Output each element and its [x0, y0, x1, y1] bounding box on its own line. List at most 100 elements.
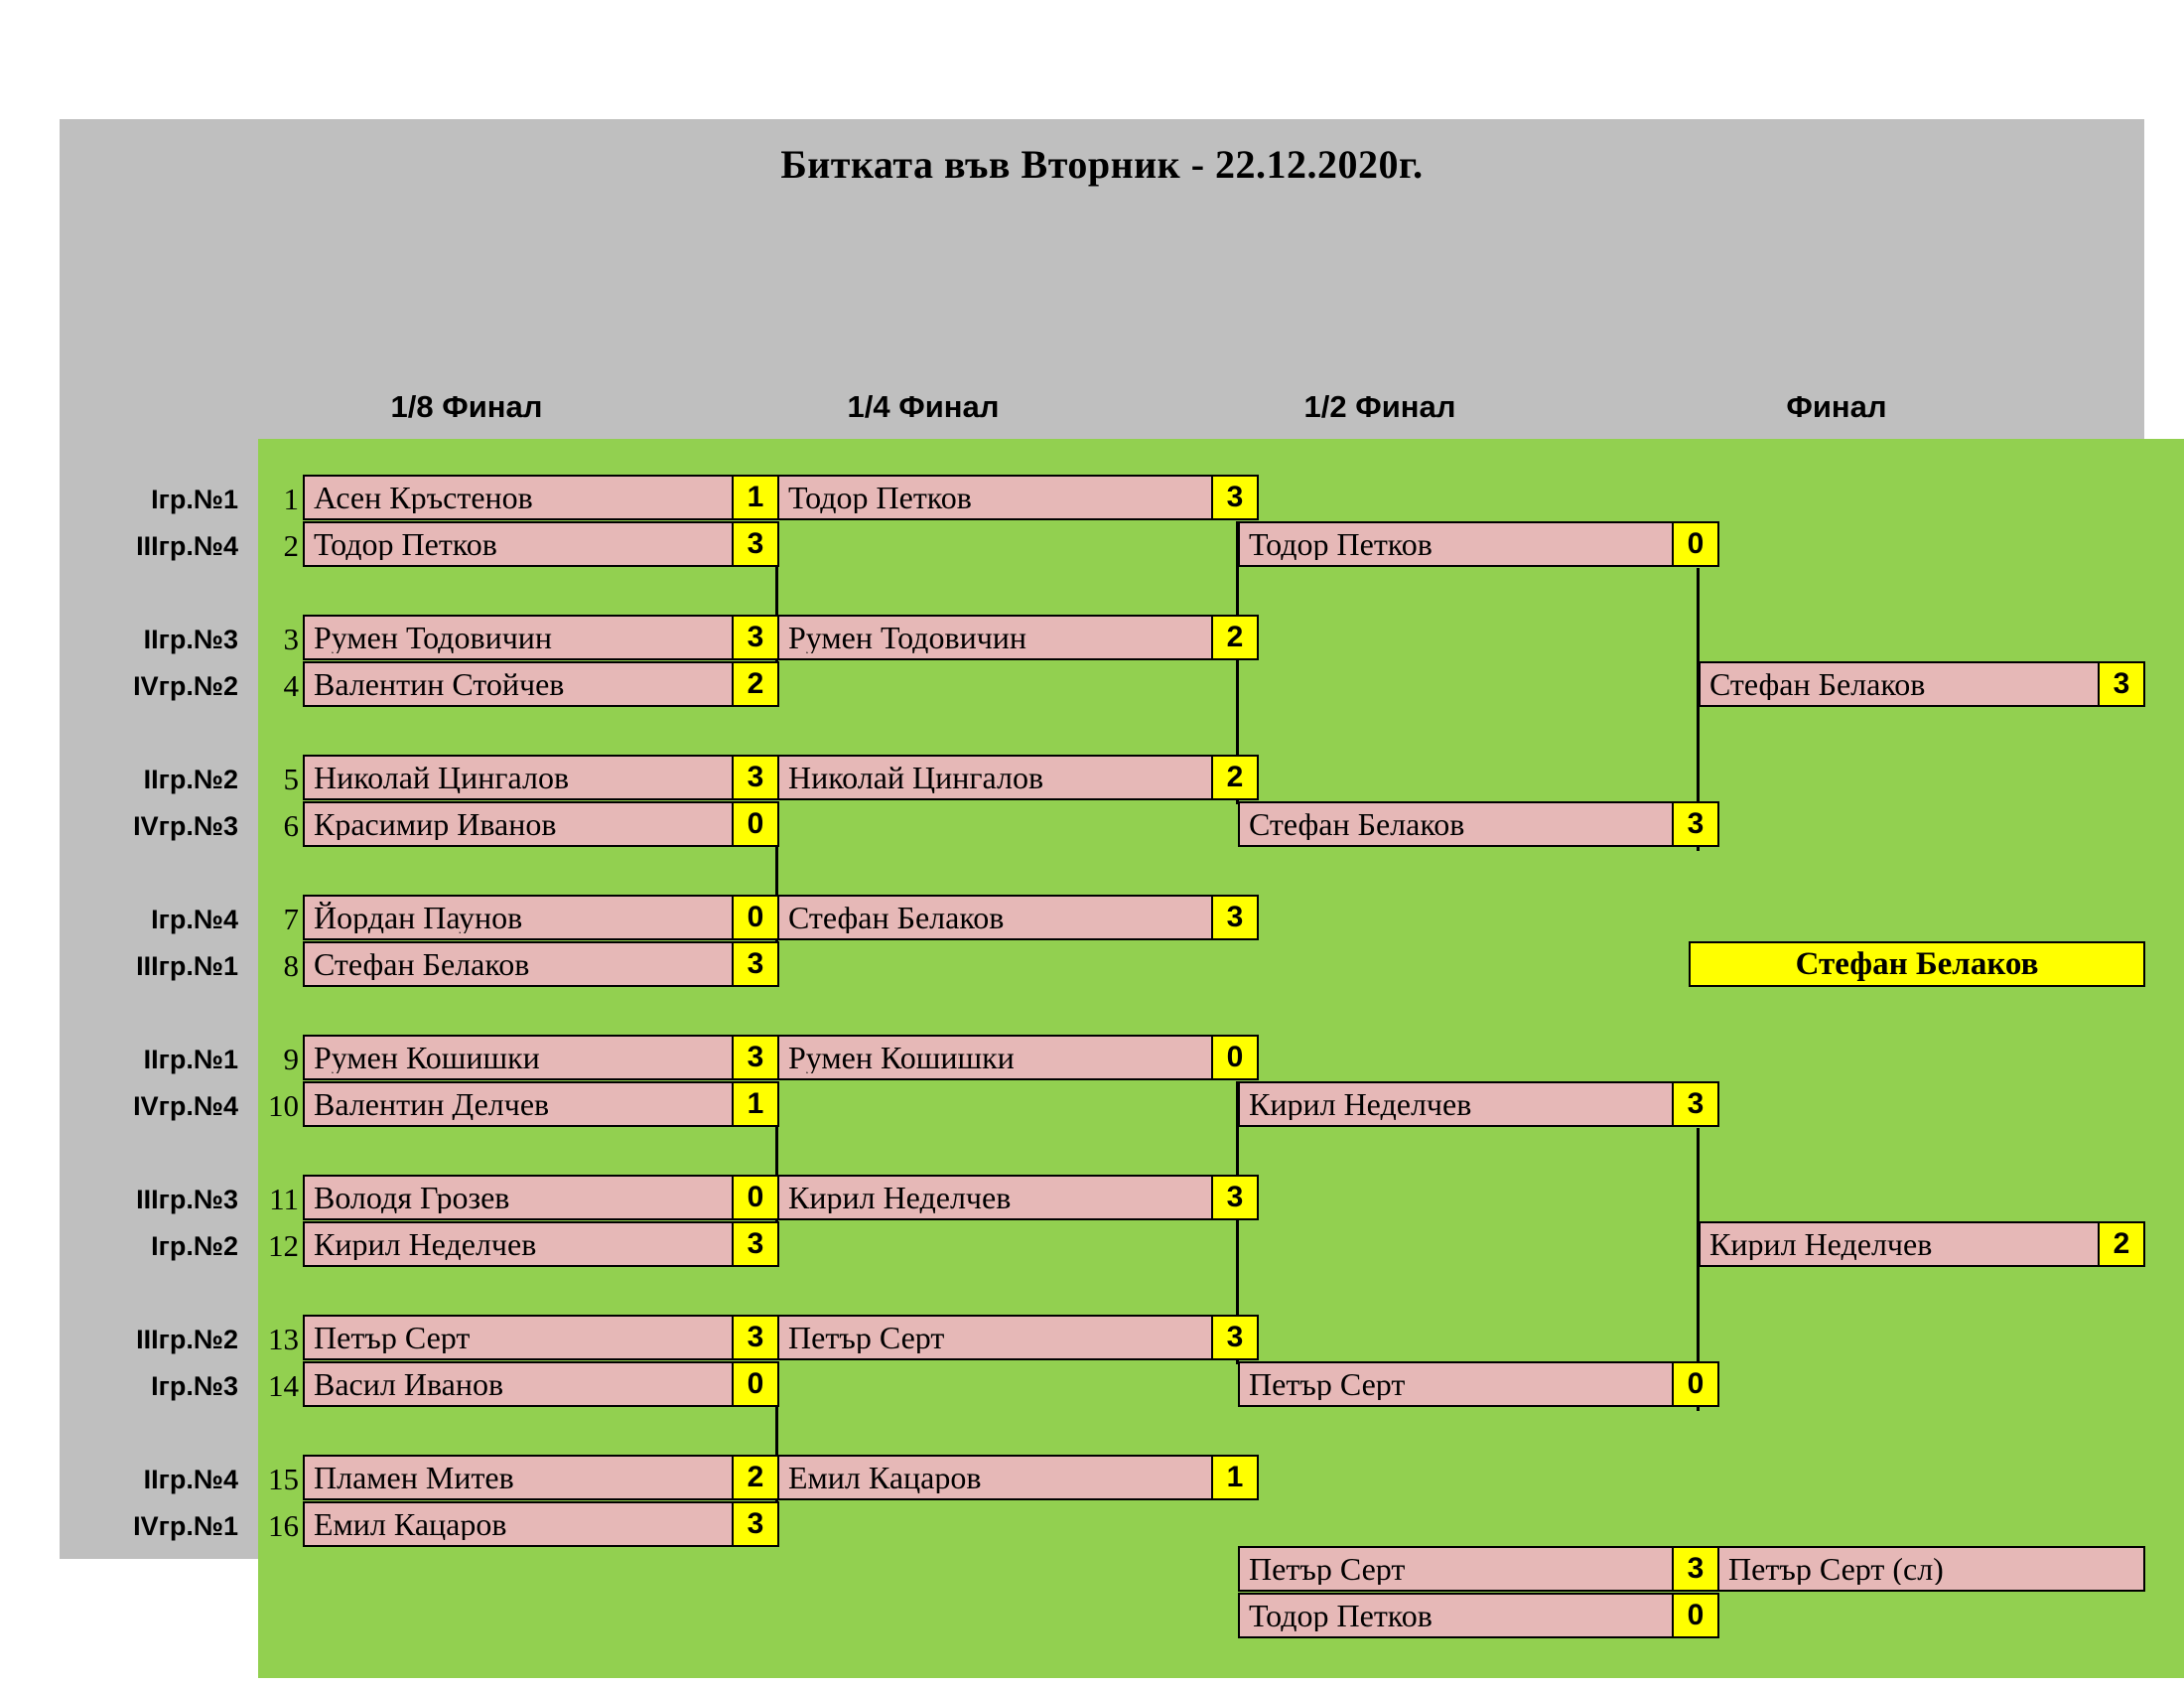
player-score: 2	[1211, 757, 1257, 798]
player-name: Румен Тодовичин	[314, 622, 553, 653]
seed-number-15: 15	[268, 1462, 299, 1496]
seed-label-2: IIIгр.№4	[136, 531, 238, 561]
player-name: Красимир Иванов	[314, 808, 557, 840]
match-slot-sf-3[interactable]: Кирил Неделчев 3	[1238, 1081, 1719, 1127]
player-score: 1	[1211, 1457, 1257, 1498]
match-slot-r16-12[interactable]: Кирил Неделчев 3	[303, 1221, 779, 1267]
match-slot-final-1[interactable]: Стефан Белаков 3	[1699, 661, 2145, 707]
match-slot-qf-3[interactable]: Николай Цингалов 2	[777, 755, 1259, 800]
seed-number-1: 1	[283, 482, 300, 516]
seed-number-11: 11	[269, 1182, 299, 1216]
player-score: 3	[732, 523, 777, 565]
match-slot-sf-1[interactable]: Тодор Петков 0	[1238, 521, 1719, 567]
match-slot-qf-2[interactable]: Румен Тодовичин 2	[777, 615, 1259, 660]
match-slot-qf-1[interactable]: Тодор Петков 3	[777, 475, 1259, 520]
player-score: 2	[1211, 617, 1257, 658]
match-slot-r16-1[interactable]: Асен Кръстенов 1	[303, 475, 779, 520]
player-name: Петър Серт	[1249, 1368, 1406, 1400]
player-name: Йордан Паунов	[314, 902, 523, 933]
match-slot-third-1[interactable]: Петър Серт 3	[1238, 1546, 1719, 1592]
match-slot-r16-10[interactable]: Валентин Делчев 1	[303, 1081, 779, 1127]
match-slot-qf-5[interactable]: Румен Кошишки 0	[777, 1035, 1259, 1080]
player-score: 3	[732, 617, 777, 658]
match-slot-r16-9[interactable]: Румен Кошишки 3	[303, 1035, 779, 1080]
player-name: Асен Кръстенов	[314, 482, 533, 513]
player-score: 0	[732, 1177, 777, 1218]
seed-label-11: IIIгр.№3	[136, 1185, 238, 1214]
match-slot-r16-7[interactable]: Йордан Паунов 0	[303, 895, 779, 940]
player-name: Кирил Неделчев	[314, 1228, 537, 1260]
connector-r16-qf-4	[775, 1361, 778, 1504]
seed-label-7: Iгр.№4	[151, 905, 238, 934]
player-name: Румен Кошишки	[788, 1042, 1015, 1073]
match-slot-r16-11[interactable]: Володя Грозев 0	[303, 1175, 779, 1220]
match-slot-third-winner[interactable]: Петър Серт (сл)	[1717, 1546, 2145, 1592]
player-name: Стефан Белаков	[314, 948, 530, 980]
match-slot-qf-7[interactable]: Петър Серт 3	[777, 1315, 1259, 1360]
match-slot-sf-4[interactable]: Петър Серт 0	[1238, 1361, 1719, 1407]
seed-label-16: IVгр.№1	[133, 1511, 238, 1541]
match-slot-r16-16[interactable]: Емил Кацаров 3	[303, 1501, 779, 1547]
seed-label-9: IIгр.№1	[143, 1045, 238, 1074]
match-slot-final-2[interactable]: Кирил Неделчев 2	[1699, 1221, 2145, 1267]
seed-number-8: 8	[283, 948, 300, 983]
player-score: 1	[732, 477, 777, 518]
player-score: 3	[732, 1317, 777, 1358]
player-name: Емил Кацаров	[314, 1508, 507, 1540]
round-header-semi: 1/2 Финал	[1303, 389, 1456, 424]
round-header-final: Финал	[1786, 389, 1887, 424]
player-score: 3	[732, 1503, 777, 1545]
player-score: 3	[1211, 1317, 1257, 1358]
match-slot-qf-6[interactable]: Кирил Неделчев 3	[777, 1175, 1259, 1220]
player-score: 0	[732, 897, 777, 938]
player-name: Петър Серт	[314, 1322, 471, 1353]
match-slot-r16-14[interactable]: Васил Иванов 0	[303, 1361, 779, 1407]
player-score: 3	[732, 1037, 777, 1078]
player-name: Петър Серт (сл)	[1728, 1553, 1944, 1585]
seed-label-6: IVгр.№3	[133, 811, 238, 841]
player-name: Стефан Белаков	[1709, 668, 1926, 700]
match-slot-third-2[interactable]: Тодор Петков 0	[1238, 1593, 1719, 1638]
match-slot-r16-13[interactable]: Петър Серт 3	[303, 1315, 779, 1360]
player-name: Валентин Делчев	[314, 1088, 550, 1120]
match-slot-r16-6[interactable]: Красимир Иванов 0	[303, 801, 779, 847]
match-slot-sf-2[interactable]: Стефан Белаков 3	[1238, 801, 1719, 847]
connector-r16-qf-3	[775, 1081, 778, 1224]
player-score: 3	[1672, 1548, 1717, 1590]
player-score: 0	[1672, 523, 1717, 565]
seed-label-3: IIгр.№3	[143, 625, 238, 654]
player-name: Кирил Неделчев	[1249, 1088, 1472, 1120]
match-slot-qf-8[interactable]: Емил Кацаров 1	[777, 1455, 1259, 1500]
match-slot-r16-5[interactable]: Николай Цингалов 3	[303, 755, 779, 800]
player-name: Тодор Петков	[1249, 1600, 1433, 1631]
connector-sf-final-1	[1697, 568, 1700, 851]
connector-r16-qf-1	[775, 521, 778, 664]
seed-label-14: Iгр.№3	[151, 1371, 238, 1401]
match-slot-qf-4[interactable]: Стефан Белаков 3	[777, 895, 1259, 940]
player-score: 3	[732, 757, 777, 798]
player-name: Петър Серт	[788, 1322, 945, 1353]
player-name: Румен Тодовичин	[788, 622, 1027, 653]
seed-number-4: 4	[283, 668, 300, 703]
player-score: 2	[2098, 1223, 2143, 1265]
seed-label-5: IIгр.№2	[143, 765, 238, 794]
player-name: Емил Кацаров	[788, 1462, 982, 1493]
match-slot-r16-15[interactable]: Пламен Митев 2	[303, 1455, 779, 1500]
seed-label-15: IIгр.№4	[143, 1465, 238, 1494]
seed-number-12: 12	[268, 1228, 299, 1263]
match-slot-r16-3[interactable]: Румен Тодовичин 3	[303, 615, 779, 660]
player-name: Кирил Неделчев	[1709, 1228, 1933, 1260]
player-name: Тодор Петков	[314, 528, 497, 560]
player-score: 3	[732, 1223, 777, 1265]
player-score: 3	[1211, 897, 1257, 938]
player-name: Петър Серт	[1249, 1553, 1406, 1585]
seed-label-12: Iгр.№2	[151, 1231, 238, 1261]
player-name: Румен Кошишки	[314, 1042, 540, 1073]
player-name: Стефан Белаков	[788, 902, 1005, 933]
connector-qf-sf-2	[1236, 1081, 1239, 1364]
match-slot-r16-4[interactable]: Валентин Стойчев 2	[303, 661, 779, 707]
match-slot-r16-8[interactable]: Стефан Белаков 3	[303, 941, 779, 987]
player-name: Стефан Белаков	[1249, 808, 1465, 840]
seed-number-3: 3	[283, 622, 300, 656]
match-slot-r16-2[interactable]: Тодор Петков 3	[303, 521, 779, 567]
